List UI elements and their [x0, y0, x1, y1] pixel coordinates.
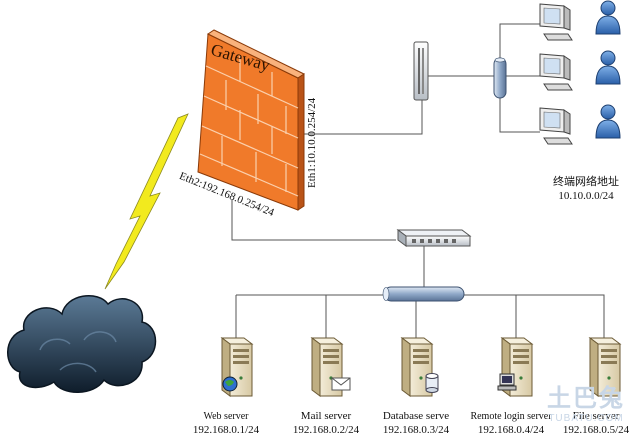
eth1-hub-icon	[413, 41, 429, 101]
watermark-logo: 土巴兔	[547, 385, 625, 412]
server-name-db: Database serve	[382, 410, 450, 422]
lan-switch-icon	[396, 229, 472, 247]
client-workstations	[539, 0, 621, 145]
client-branch-3	[499, 92, 540, 133]
server-4-icon	[497, 337, 534, 397]
server-group	[220, 337, 622, 397]
server-ip-remote: 192.168.0.4/24	[477, 424, 545, 436]
terminal-network-title: 终端网络地址	[553, 176, 619, 188]
mail-icon	[331, 377, 351, 391]
client-3-icon	[539, 104, 621, 145]
server-bus-icon	[382, 286, 465, 302]
watermark-url: TUBATU.COM	[548, 413, 624, 424]
terminal-icon	[497, 373, 517, 391]
server-ip-mail: 192.168.0.2/24	[292, 424, 360, 436]
watermark: 土巴兔 TUBATU.COM	[536, 378, 636, 424]
terminal-network-subnet: 10.10.0.0/24	[558, 190, 614, 202]
lightning-bolt-icon	[104, 113, 189, 290]
user-icon	[595, 50, 621, 85]
eth1-label: Eth1:10.10.0.254/24	[306, 97, 318, 188]
drop-file	[516, 294, 605, 338]
server-3-icon	[400, 337, 439, 397]
client-2-icon	[539, 50, 621, 91]
eth1-link	[300, 100, 423, 135]
client-1-icon	[539, 0, 621, 41]
eth2-link	[231, 200, 396, 241]
server-ip-web: 192.168.0.1/24	[192, 424, 260, 436]
server-5-icon	[588, 337, 622, 397]
server-1-icon	[220, 337, 254, 397]
client-bus-icon	[493, 57, 507, 99]
server-ip-db: 192.168.0.3/24	[382, 424, 450, 436]
globe-icon	[222, 376, 238, 392]
database-icon	[425, 373, 439, 393]
internet-cloud-icon	[7, 295, 157, 393]
server-ip-file: 192.168.0.5/24	[562, 424, 630, 436]
server-name-remote: Remote login server	[470, 411, 552, 422]
server-name-file: File server	[572, 410, 620, 422]
server-2-icon	[310, 337, 351, 397]
user-icon	[595, 104, 621, 139]
user-icon	[595, 0, 621, 35]
server-name-web: Web server	[203, 411, 249, 422]
gateway-firewall	[197, 29, 306, 211]
server-name-mail: Mail server	[300, 410, 352, 422]
